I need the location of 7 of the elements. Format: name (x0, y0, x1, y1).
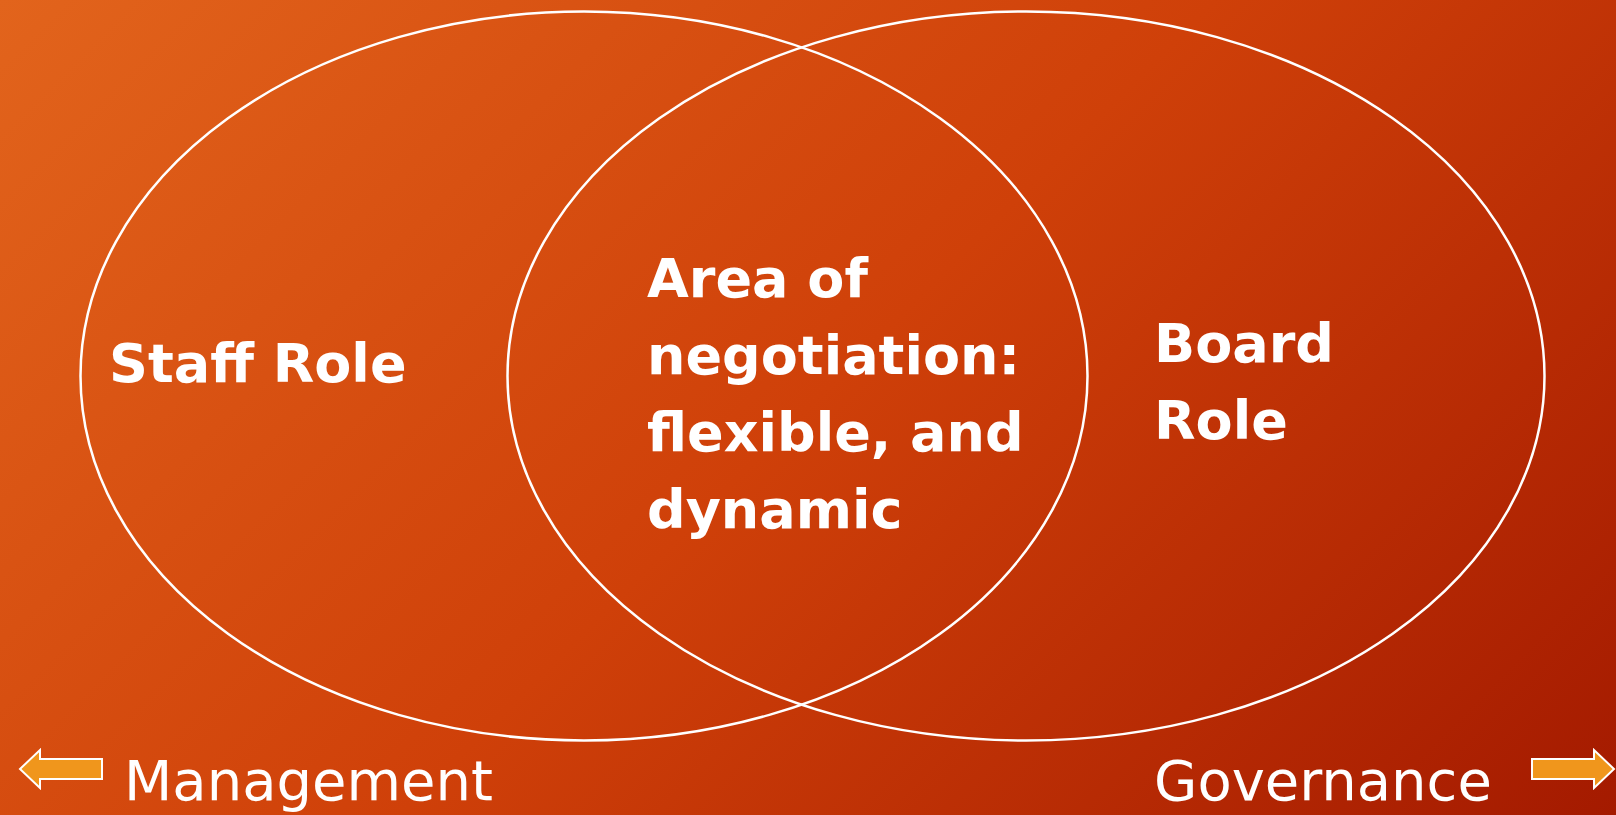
role-label: Area of negotiation: flexible, and dynamic (647, 246, 1025, 543)
role-label: Board Role (1154, 311, 1335, 454)
axis-end-label: Management (124, 748, 493, 813)
role-label: Staff Role (109, 331, 408, 397)
board-role-ellipse (506, 10, 1546, 742)
axis-end-label: Governance (1154, 748, 1492, 813)
staff-role-ellipse (79, 10, 1089, 742)
